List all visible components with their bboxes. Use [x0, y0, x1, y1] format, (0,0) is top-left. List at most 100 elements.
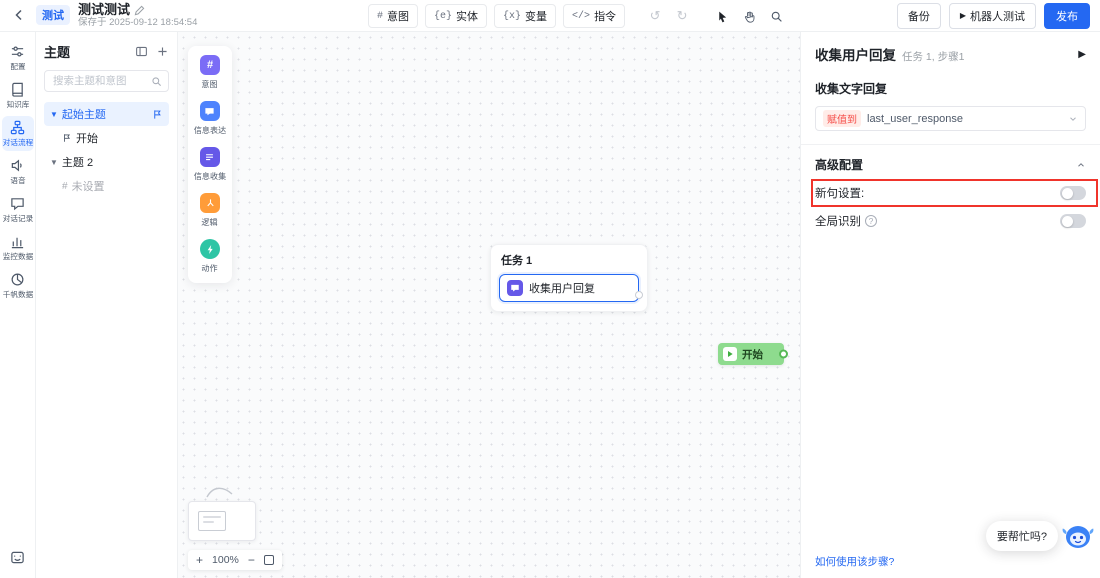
palette-item-action[interactable]: 动作: [200, 239, 220, 274]
rail-label: 语音: [9, 176, 26, 185]
assign-variable-value: last_user_response: [867, 112, 964, 125]
intent-tool-button[interactable]: # 意图: [368, 4, 419, 28]
flag-icon: [152, 109, 163, 120]
canvas-search-button[interactable]: [766, 6, 786, 26]
divider: [801, 144, 1100, 145]
advanced-config-header[interactable]: 高级配置: [815, 156, 1086, 173]
message-node-icon: [199, 101, 220, 121]
topic-label: 主题 2: [61, 157, 94, 169]
rail-label: 配置: [9, 62, 26, 71]
caret-down-icon[interactable]: ▼: [50, 157, 58, 167]
advanced-config-title: 高级配置: [815, 158, 864, 172]
palette-label: 信息表达: [193, 125, 227, 135]
node-label: 收集用户回复: [529, 283, 595, 295]
palette-item-message[interactable]: 信息表达: [193, 101, 227, 136]
minimap[interactable]: [188, 501, 256, 541]
palette-label: 意图: [201, 79, 219, 89]
pie-chart-icon: [11, 273, 24, 286]
rail-item-monitor-data[interactable]: 监控数据: [2, 230, 34, 265]
chevron-down-icon: [1070, 116, 1076, 121]
tool-label: 意图: [387, 11, 410, 23]
rail-item-qianfan-data[interactable]: 千帆数据: [2, 268, 34, 303]
command-tool-button[interactable]: </> 指令: [563, 4, 626, 28]
topics-panel: 主题 ▼ 起始主题: [36, 32, 178, 578]
rail-label: 千帆数据: [2, 290, 33, 299]
topic-label: 开始: [76, 133, 98, 145]
collapse-panel-icon[interactable]: [135, 45, 148, 58]
pan-hand-button[interactable]: [739, 6, 759, 26]
zoom-level: 100%: [212, 554, 239, 566]
rail-item-dialog-flow[interactable]: 对话流程: [1, 116, 34, 151]
left-rail: 配置 知识库 对话流程 语音 对话记录 监控数据 千帆数据: [0, 32, 36, 578]
rail-label: 对话流程: [2, 138, 33, 147]
toggle-label: 新句设置:: [815, 188, 865, 200]
assign-variable-select[interactable]: 赋值到 last_user_response: [815, 106, 1086, 131]
rail-label: 监控数据: [2, 252, 33, 261]
help-circle-icon: ?: [865, 215, 877, 227]
inspector-title: 收集用户回复: [815, 48, 896, 63]
variable-tool-button[interactable]: {x} 变量: [494, 4, 557, 28]
rail-item-voice[interactable]: 语音: [2, 154, 34, 189]
tree-item-start-topic[interactable]: ▼ 起始主题: [44, 102, 169, 126]
rail-item-knowledge[interactable]: 知识库: [2, 78, 34, 113]
caret-down-icon[interactable]: ▼: [50, 109, 58, 119]
redo-button[interactable]: ↻: [676, 8, 688, 23]
flow-icon: [10, 120, 25, 135]
rail-bottom-button[interactable]: [2, 546, 34, 568]
undo-button[interactable]: ↺: [649, 8, 661, 23]
backup-button[interactable]: 备份: [896, 2, 941, 29]
node-palette: # 意图 信息表达 信息收集 逻辑: [188, 46, 232, 283]
tree-item-unset-intent[interactable]: # 未设置: [44, 174, 169, 198]
edit-title-icon[interactable]: [134, 5, 145, 16]
tree-item-topic-2[interactable]: ▼ 主题 2: [44, 150, 169, 174]
collect-node-icon: [199, 147, 220, 167]
entity-icon: {e}: [434, 10, 453, 22]
add-topic-icon[interactable]: [156, 45, 169, 58]
global-recognition-toggle[interactable]: [1060, 214, 1086, 228]
topic-search-input[interactable]: [51, 74, 147, 88]
new-sentence-toggle[interactable]: [1060, 186, 1086, 200]
zoom-in-button[interactable]: +: [196, 553, 204, 567]
minimap-viewport: [198, 511, 226, 531]
bot-test-button[interactable]: ▶ 机器人测试: [948, 2, 1036, 29]
palette-item-collect[interactable]: 信息收集: [193, 147, 227, 182]
feedback-icon: [11, 551, 24, 564]
start-output-port[interactable]: [779, 349, 788, 359]
publish-button[interactable]: 发布: [1044, 2, 1090, 29]
chevron-up-icon: [1078, 162, 1084, 167]
task-group-card[interactable]: 任务 1 收集用户回复: [490, 244, 648, 312]
node-output-port[interactable]: [635, 291, 643, 300]
rail-item-dialog-records[interactable]: 对话记录: [2, 192, 34, 227]
canvas-connector-curve: [206, 487, 233, 498]
back-button[interactable]: [10, 6, 28, 24]
zoom-toolbar: + 100% −: [188, 550, 282, 570]
page-title: 测试测试: [78, 1, 131, 17]
palette-item-logic[interactable]: 逻辑: [200, 193, 220, 228]
tree-item-start-step[interactable]: 开始: [44, 126, 169, 150]
palette-label: 动作: [201, 263, 219, 273]
bar-chart-icon: [11, 237, 24, 249]
project-badge: 测试: [36, 5, 70, 26]
assistant-bubble[interactable]: 要帮忙吗?: [985, 521, 1058, 551]
rail-item-config[interactable]: 配置: [2, 40, 34, 75]
palette-item-intent[interactable]: # 意图: [200, 55, 220, 90]
assign-badge: 赋值到: [823, 110, 861, 127]
new-sentence-setting-row: 新句设置:: [811, 179, 1098, 207]
fit-view-button[interactable]: [263, 555, 274, 565]
entity-tool-button[interactable]: {e} 实体: [425, 4, 488, 28]
assistant-mascot-icon[interactable]: [1060, 520, 1094, 552]
how-to-use-link[interactable]: 如何使用该步骤?: [815, 556, 895, 568]
collect-user-reply-node[interactable]: 收集用户回复: [499, 274, 643, 302]
tool-label: 实体: [456, 11, 479, 23]
global-recognition-row: 全局识别 ?: [815, 213, 1086, 229]
run-step-button[interactable]: ▶: [1078, 48, 1086, 60]
palette-label: 逻辑: [201, 217, 219, 227]
flow-canvas[interactable]: # 意图 信息表达 信息收集 逻辑: [178, 32, 800, 578]
palette-label: 信息收集: [193, 171, 227, 181]
zoom-out-button[interactable]: −: [247, 553, 255, 567]
topic-tree: ▼ 起始主题 开始 ▼ 主题 2 # 未设置: [44, 102, 169, 198]
start-node[interactable]: 开始: [718, 343, 788, 365]
select-cursor-button[interactable]: [712, 6, 732, 26]
intent-node-icon: #: [200, 55, 220, 75]
flag-icon: [62, 133, 72, 143]
